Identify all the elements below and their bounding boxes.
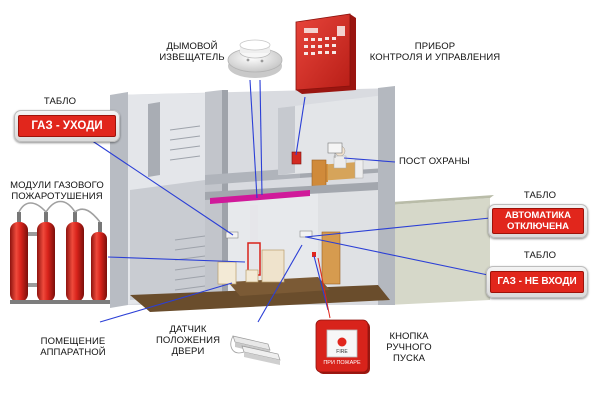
- label-line: ТАБЛО: [43, 96, 77, 107]
- label-control-panel: ПРИБОР КОНТРОЛЯ И УПРАВЛЕНИЯ: [360, 41, 510, 63]
- label-line: ТАБЛО: [523, 190, 557, 201]
- control-panel-icon: [295, 13, 356, 94]
- label-line: КОНТРОЛЯ И УПРАВЛЕНИЯ: [369, 52, 501, 63]
- label-line: ПОСТ ОХРАНЫ: [399, 156, 470, 167]
- button-caption-text: ПРИ ПОЖАРЕ: [323, 360, 361, 366]
- sign-text: АВТОМАТИКА: [505, 210, 571, 221]
- label-line: МОДУЛИ ГАЗОВОГО: [10, 180, 104, 191]
- sign-no-entry-face: ГАЗ - НЕ ВХОДИ: [490, 271, 584, 293]
- label-security-post: ПОСТ ОХРАНЫ: [399, 156, 499, 167]
- sign-text: ГАЗ - УХОДИ: [31, 119, 103, 132]
- label-smoke-detector: ДЫМОВОЙ ИЗВЕЩАТЕЛЬ: [152, 41, 232, 63]
- label-line: ДЫМОВОЙ: [166, 41, 218, 52]
- label-line: АППАРАТНОЙ: [40, 347, 106, 358]
- sign-no-entry: ГАЗ - НЕ ВХОДИ: [486, 266, 588, 298]
- sign-gas-out-face: ГАЗ - УХОДИ: [18, 115, 116, 137]
- label-line: ТАБЛО: [523, 250, 557, 261]
- label-line: ДАТЧИК: [169, 324, 207, 335]
- label-sign-auto-off: ТАБЛО: [500, 190, 580, 201]
- label-line: РУЧНОГО: [386, 342, 432, 353]
- sign-text: ГАЗ - НЕ ВХОДИ: [497, 276, 577, 287]
- label-line: ДВЕРИ: [171, 346, 205, 357]
- sign-text: ОТКЛЮЧЕНА: [506, 221, 570, 232]
- sign-gas-out: ГАЗ - УХОДИ: [14, 110, 120, 142]
- label-door-sensor: ДАТЧИК ПОЛОЖЕНИЯ ДВЕРИ: [150, 324, 226, 357]
- label-line: ПУСКА: [392, 353, 426, 364]
- label-line: ПОЖАРОТУШЕНИЯ: [11, 191, 103, 202]
- gas-cylinders-icon: [10, 200, 110, 304]
- label-gas-modules: МОДУЛИ ГАЗОВОГО ПОЖАРОТУШЕНИЯ: [6, 180, 108, 202]
- label-line: КНОПКА: [389, 331, 429, 342]
- label-equipment-room: ПОМЕЩЕНИЕ АППАРАТНОЙ: [28, 336, 118, 358]
- sign-auto-off-face: АВТОМАТИКА ОТКЛЮЧЕНА: [492, 208, 584, 234]
- label-line: ПРИБОР: [414, 41, 456, 52]
- label-line: ИЗВЕЩАТЕЛЬ: [159, 52, 225, 63]
- button-fire-text: FIRE: [336, 349, 348, 355]
- manual-call-button-icon: [315, 319, 370, 374]
- label-sign-no-entry: ТАБЛО: [500, 250, 580, 261]
- label-line: ПОМЕЩЕНИЕ: [40, 336, 106, 347]
- label-manual-button: КНОПКА РУЧНОГО ПУСКА: [372, 331, 446, 364]
- leader-lines: [75, 79, 491, 323]
- smoke-detector-icon: [227, 39, 283, 78]
- button-leader-line: [317, 257, 331, 319]
- sign-auto-off: АВТОМАТИКА ОТКЛЮЧЕНА: [488, 204, 588, 238]
- door-sensor-icon: [230, 335, 281, 365]
- label-line: ПОЛОЖЕНИЯ: [155, 335, 221, 346]
- label-sign-gas-out: ТАБЛО: [12, 96, 108, 107]
- building: [110, 86, 494, 312]
